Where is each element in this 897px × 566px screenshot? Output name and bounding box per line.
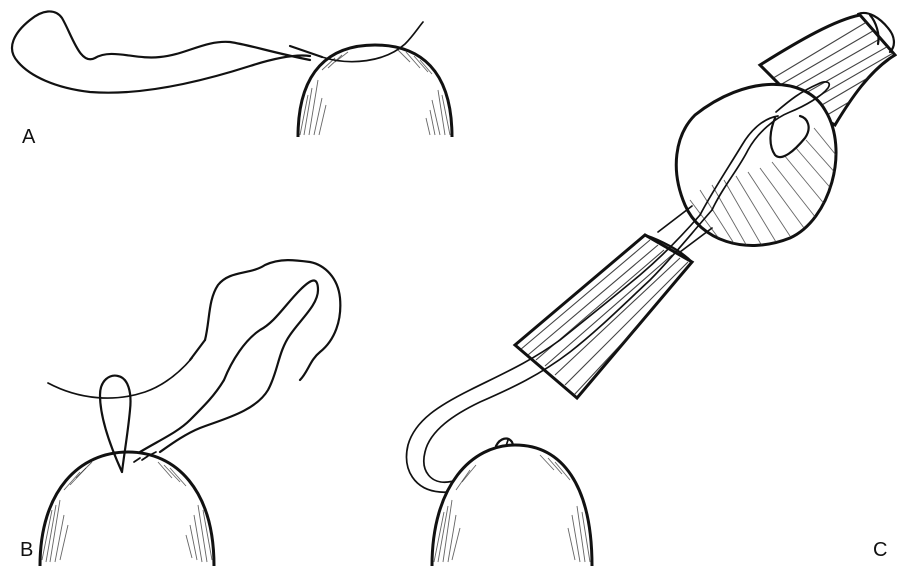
- panel-b: [40, 260, 340, 566]
- eye-globe-c: [432, 445, 592, 566]
- panel-c: [407, 13, 895, 566]
- panel-label-b: B: [20, 540, 33, 560]
- panel-label-c: C: [873, 540, 887, 560]
- panel-label-a: A: [22, 127, 35, 147]
- suture-thread-b: [48, 260, 340, 462]
- panel-a: [12, 11, 452, 137]
- eye-globe-b: [40, 452, 214, 566]
- instrument-tube: [515, 235, 692, 398]
